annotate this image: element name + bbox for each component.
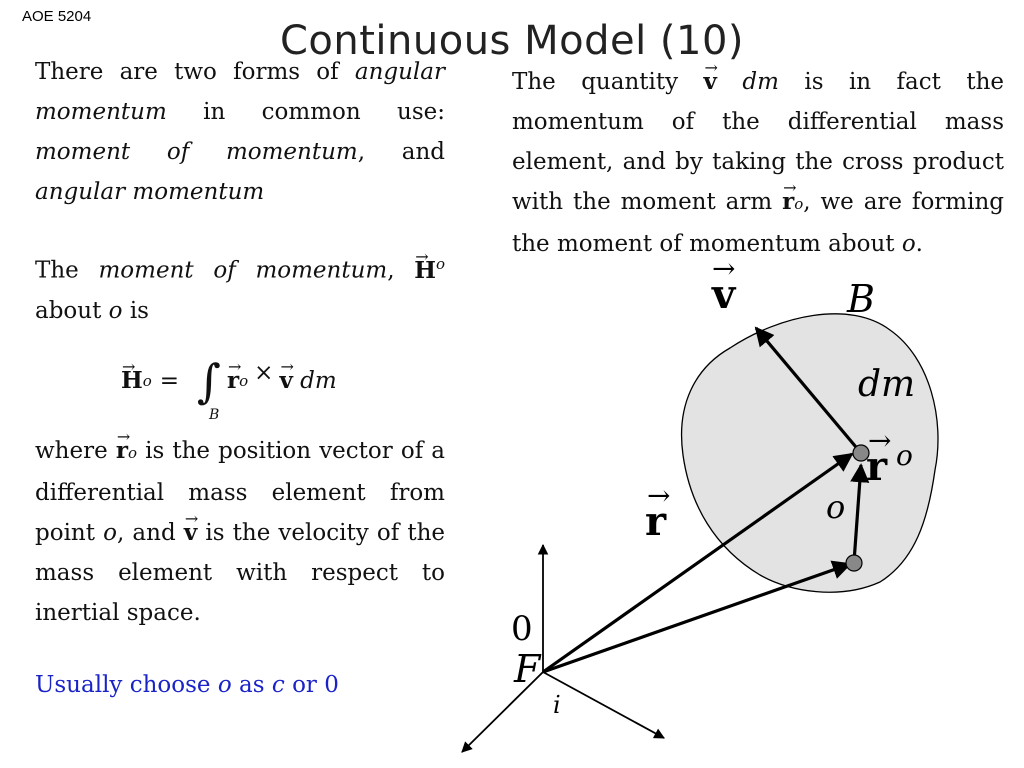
label-body: B (846, 277, 875, 321)
label-frame: F (513, 647, 542, 691)
axis-diag-left (461, 671, 544, 753)
paragraph-where: where ro is the position vector of a dif… (35, 417, 445, 633)
label-o: o (826, 488, 845, 526)
point-o (845, 554, 863, 572)
right-column: The quantity v dm is in fact the momentu… (512, 48, 1004, 264)
mass-element-point (852, 444, 870, 462)
vector-r-point-o (542, 560, 852, 674)
label-v-arrow: → (712, 252, 735, 285)
label-v: v (711, 271, 737, 318)
usage-note: Usually choose o as c or 0 (35, 671, 339, 698)
paragraph-definition: The moment of momentum, Ho about o is (35, 237, 445, 331)
paragraph-forms: There are two forms of angular momentum … (35, 59, 446, 205)
label-i: i (553, 691, 561, 719)
angular-momentum-equation: Ho = ∫B ro × v dm (35, 331, 445, 431)
label-dm: dm (858, 364, 915, 405)
left-column: There are two forms of angular momentum … (35, 52, 445, 705)
course-code: AOE 5204 (22, 8, 92, 25)
label-ro: r (866, 443, 888, 490)
body-outline (680, 313, 939, 593)
axis-diag-right (542, 671, 665, 739)
label-zero: 0 (511, 609, 533, 649)
vector-r (542, 452, 854, 674)
label-ro-arrow: → (868, 424, 891, 457)
slide-title: Continuous Model (10) (279, 18, 745, 64)
integral-sign: ∫B (197, 353, 222, 423)
vector-v (754, 326, 863, 455)
label-r: r (645, 498, 667, 545)
label-ro-sup: o (896, 439, 913, 472)
label-r-arrow: → (647, 479, 670, 512)
vector-ro (850, 463, 870, 563)
paragraph-momentum: The quantity v dm is in fact the momentu… (512, 48, 1004, 264)
